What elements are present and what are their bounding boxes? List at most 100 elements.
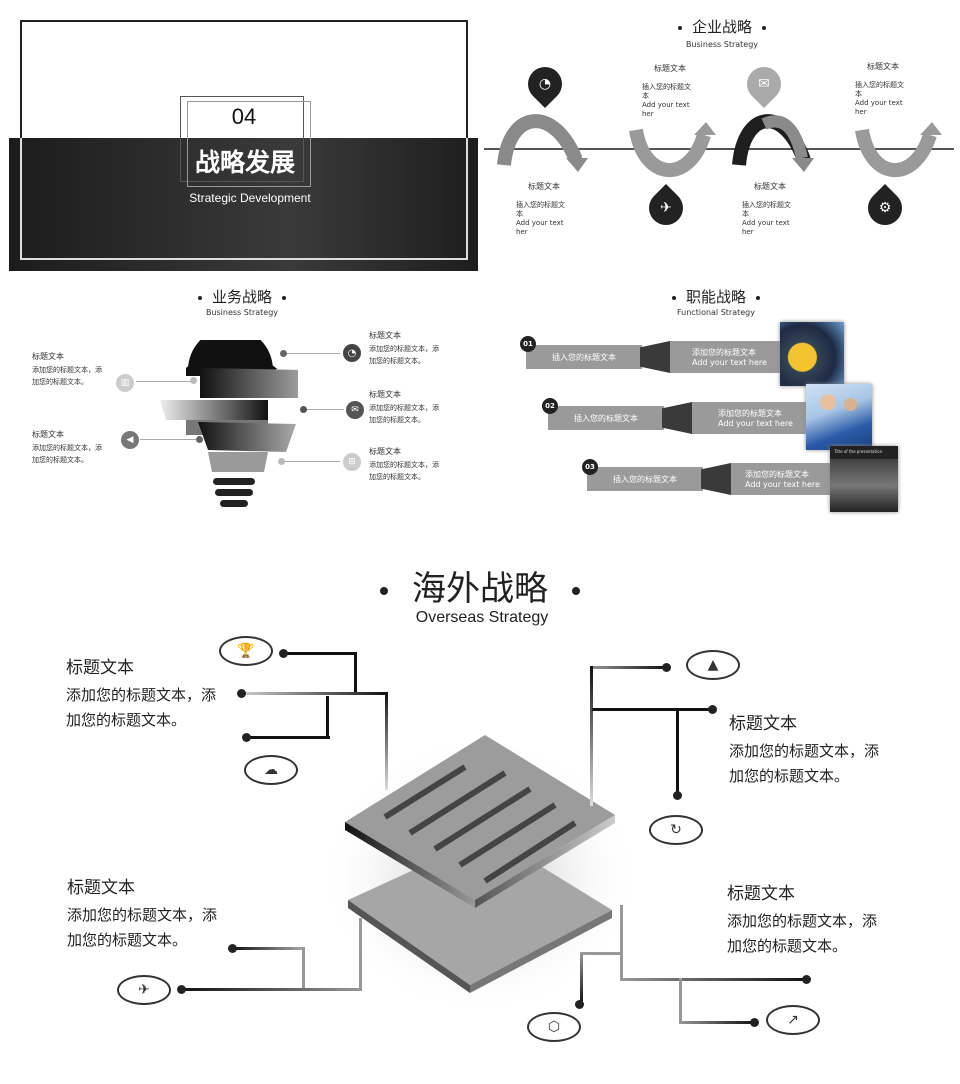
photo-globe (780, 322, 844, 386)
connector-line (590, 666, 593, 806)
overseas-block-3: 标题文本 添加您的标题文本，添 加您的标题文本。 (67, 873, 237, 953)
bar-number-2: 02 (542, 398, 558, 414)
item-label: 标题文本 (369, 331, 401, 340)
bulb-right-item-2: 标题文本 添加您的标题文本，添 加您的标题文本。 (369, 390, 469, 426)
strategy-bar-1-right: 添加您的标题文本 Add your text here (670, 341, 782, 373)
item-label: 标题文本 (32, 430, 64, 439)
strategy-bar-3: 插入您的标题文本 (587, 467, 703, 491)
item-desc: 加您的标题文本。 (369, 416, 425, 424)
connector-node (662, 663, 671, 672)
connector-node (196, 436, 203, 443)
connector-node (673, 791, 682, 800)
gear-pin: ⚙ (860, 183, 910, 233)
connector-line (359, 918, 362, 991)
bar-left-text: 插入您的标题文本 (552, 352, 616, 362)
item-desc: 添加您的标题文本，添 (369, 404, 439, 412)
item-desc: 加您的标题文本。 (369, 357, 425, 365)
bar-right-text: 添加您的标题文本 (692, 348, 756, 357)
connector-line (580, 952, 583, 1004)
timeline-item-desc: 插入您的标题文 (855, 81, 904, 89)
section-title: 企业战略 (484, 16, 960, 37)
connector-node (237, 689, 246, 698)
bar-right-text: 添加您的标题文本 (745, 470, 809, 479)
item-desc: 添加您的标题文本，添 (369, 345, 439, 353)
cover-title-box-back (180, 96, 304, 182)
connector-node (280, 350, 287, 357)
connector-node (242, 733, 251, 742)
timeline-item-desc: 插入您的标题文 (516, 201, 565, 209)
timeline-item-label: 标题文本 (754, 182, 786, 191)
timeline-axis (484, 148, 954, 150)
bar-number-3: 03 (582, 459, 598, 475)
history-icon: ↻ (649, 815, 703, 845)
connector-node (228, 944, 237, 953)
connector-node (708, 705, 717, 714)
bar-number-1: 01 (520, 336, 536, 352)
overseas-block-2: 标题文本 添加您的标题文本，添 加您的标题文本。 (729, 709, 899, 789)
strategy-bar-1: 插入您的标题文本 (526, 345, 642, 369)
timeline-item-label: 标题文本 (528, 182, 560, 191)
mail-icon: ✉ (758, 76, 770, 92)
overseas-block-1: 标题文本 添加您的标题文本，添 加您的标题文本。 (66, 653, 236, 733)
photo-presentation: Title of the presentation (830, 446, 898, 512)
gear-icon: ⚙ (878, 200, 892, 216)
item-desc: 添加您的标题文本，添 (369, 461, 439, 469)
timeline-item-3: 标题文本 插入您的标题文 本 Add your text her (742, 182, 812, 237)
bar-right-text: Add your text here (745, 480, 820, 489)
block-label: 标题文本 (67, 878, 135, 898)
item-desc: 加您的标题文本。 (369, 473, 425, 481)
pie-chart-icon: ◔ (343, 344, 361, 362)
block-desc: 添加您的标题文本，添 (729, 742, 880, 760)
cart-icon: ⊞ (343, 453, 361, 471)
item-desc: 加您的标题文本。 (32, 378, 88, 386)
block-label: 标题文本 (66, 658, 134, 678)
connector-line (302, 947, 305, 989)
area-chart-icon: ▲ (686, 650, 740, 680)
connector-line (580, 952, 622, 955)
photo-business-people (806, 384, 872, 450)
item-label: 标题文本 (32, 352, 64, 361)
photo-caption: Title of the presentation (834, 449, 883, 454)
timeline-item-desc: 插入您的标题文 (742, 201, 791, 209)
cover-number: 04 (231, 104, 257, 129)
connector-line (620, 978, 806, 981)
timeline-item-desc: her (642, 110, 654, 118)
bulb-right-item-1: 标题文本 添加您的标题文本，添 加您的标题文本。 (369, 331, 469, 367)
cubes-icon: ⬡ (527, 1012, 581, 1042)
timeline-item-label: 标题文本 (654, 64, 686, 73)
document-stack-graphic (330, 735, 630, 1015)
connector-line (385, 692, 388, 790)
bulb-connector (304, 409, 344, 410)
section-title: 业务战略 (0, 286, 480, 307)
cover-subtitle: Strategic Development (189, 191, 311, 205)
cloud-sync-icon: ☁ (244, 755, 298, 785)
connector-node (575, 1000, 584, 1009)
pie-chart-icon: ◔ (538, 76, 552, 92)
bulb-connector (140, 439, 200, 440)
block-desc: 加您的标题文本。 (729, 767, 850, 785)
timeline-item-label: 标题文本 (867, 62, 899, 71)
timeline-item-2: 标题文本 插入您的标题文 本 Add your text her (642, 64, 712, 119)
block-desc: 添加您的标题文本，添 (66, 686, 217, 704)
timeline-item-desc: Add your text (742, 219, 790, 227)
connector-node (300, 406, 307, 413)
connector-line (182, 988, 362, 991)
block-desc: 加您的标题文本。 (67, 931, 188, 949)
bar-connector (640, 341, 670, 373)
connector-node (190, 377, 197, 384)
strategy-bar-2: 插入您的标题文本 (548, 406, 664, 430)
bar-right-text: 添加您的标题文本 (718, 409, 782, 418)
timeline-item-desc: her (742, 228, 754, 236)
bar-connector (701, 463, 731, 495)
connector-line (620, 905, 623, 981)
block-desc: 添加您的标题文本，添 (727, 912, 878, 930)
connector-line (590, 666, 666, 669)
bulb-connector (136, 381, 196, 382)
timeline-item-desc: 本 (855, 90, 862, 98)
plane-pin: ✈ (641, 183, 691, 233)
section-subtitle: Business Strategy (205, 308, 279, 317)
section-title: 海外战略 (0, 561, 960, 610)
slide-strategic-development: 04 战略发展 Strategic Development (0, 0, 480, 276)
slide-business-strategy-bulb: 业务战略 Business Strategy ▥ ◀ ◔ ✉ ⊞ 标题文本 添加… (0, 280, 480, 530)
connector-node (750, 1018, 759, 1027)
